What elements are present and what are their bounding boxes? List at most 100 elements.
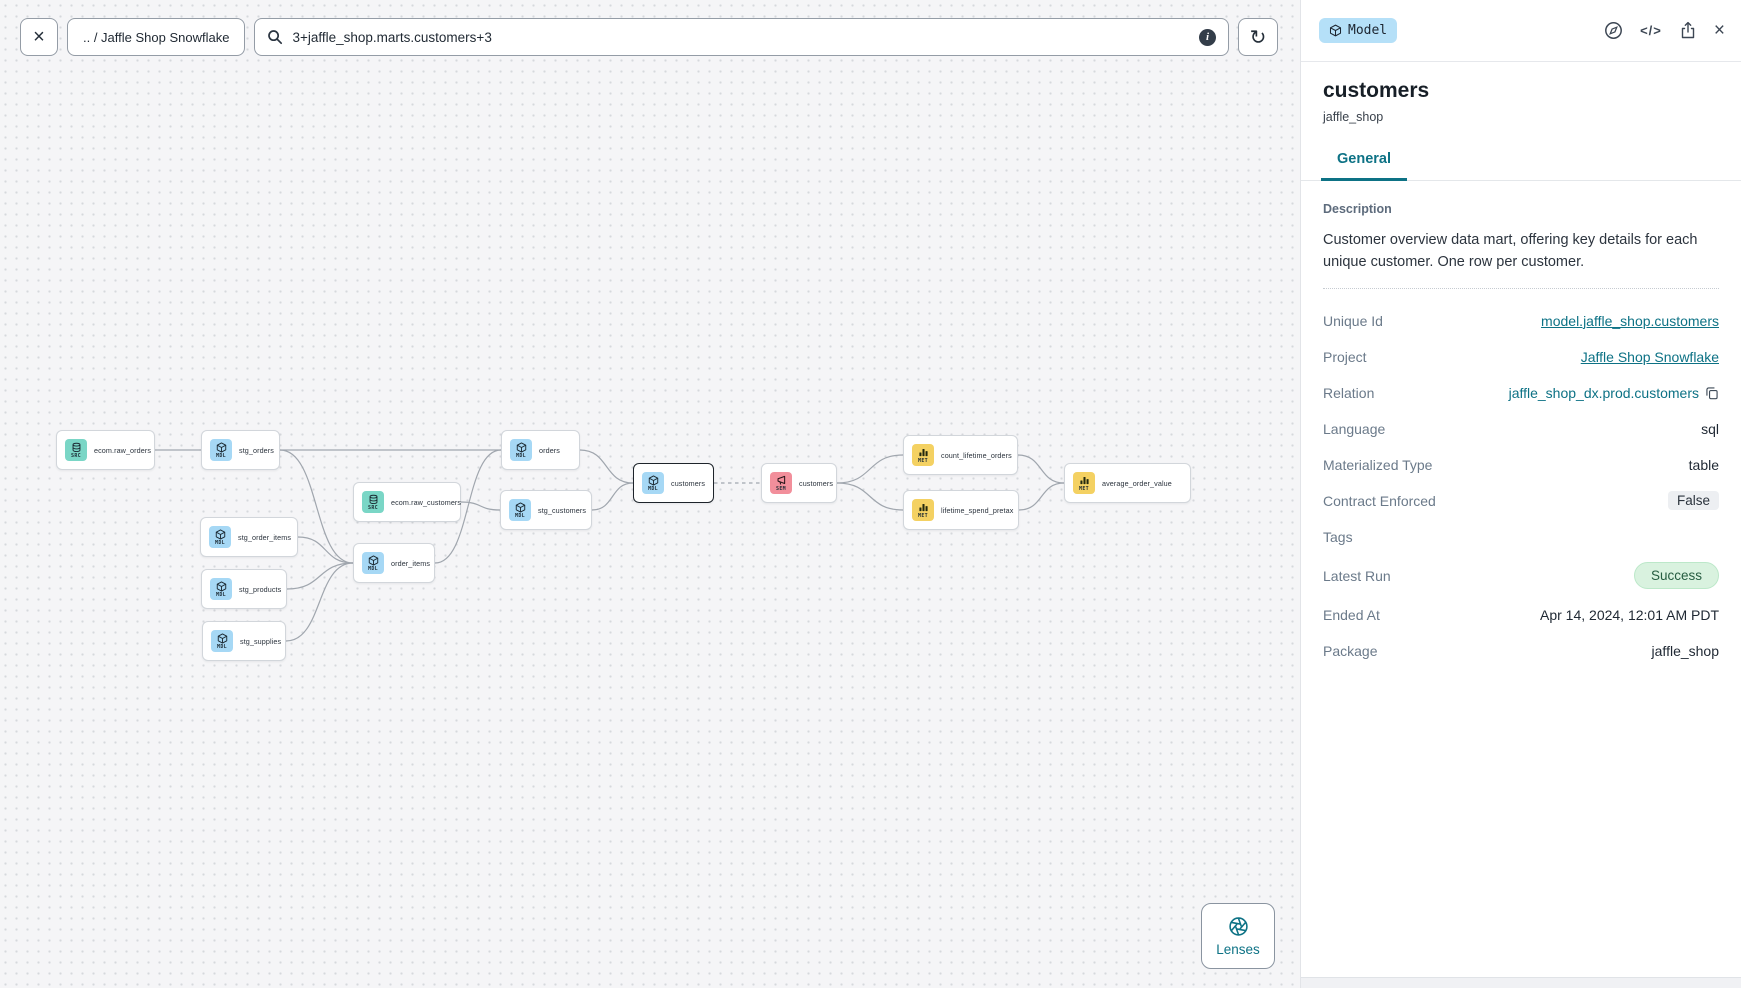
edge-stg_supplies-to-order_items — [285, 562, 354, 642]
src-node-icon: SRC — [362, 491, 384, 513]
edge-orders-to-customers — [579, 449, 634, 484]
field-label: Latest Run — [1323, 567, 1391, 584]
close-panel-icon[interactable]: × — [1713, 19, 1725, 41]
edge-count_lifetime_orders-to-average_order_value — [1017, 454, 1065, 484]
dag-node-ecom_raw_customers[interactable]: SRC ecom.raw_customers — [353, 482, 461, 522]
panel-actions: </> × — [1604, 20, 1725, 42]
lineage-search: i — [254, 18, 1229, 56]
description-text: Customer overview data mart, offering ke… — [1323, 232, 1698, 271]
copy-icon[interactable] — [1705, 386, 1719, 400]
field-value: jaffle_shop — [1651, 642, 1719, 659]
field-value: model.jaffle_shop.customers — [1541, 313, 1719, 329]
field-label: Tags — [1323, 528, 1353, 545]
field-link[interactable]: Jaffle Shop Snowflake — [1580, 348, 1719, 365]
node-label: order_items — [391, 558, 431, 568]
close-lineage-button[interactable]: × — [20, 18, 58, 56]
mdl-node-icon: MDL — [209, 526, 231, 548]
explore-compass-icon[interactable] — [1604, 21, 1623, 40]
node-label: stg_orders — [239, 445, 274, 455]
field-row-package: Package jaffle_shop — [1323, 640, 1719, 661]
package-subtitle: jaffle_shop — [1323, 110, 1384, 124]
mdl-node-icon: MDL — [362, 552, 384, 574]
dag-node-customers_sem[interactable]: SEM customers — [761, 463, 837, 503]
node-label: customers — [799, 478, 834, 488]
node-label: ecom.raw_customers — [391, 497, 462, 507]
node-label: ecom.raw_orders — [94, 445, 152, 455]
node-label: lifetime_spend_pretax — [941, 505, 1014, 515]
node-label: count_lifetime_orders — [941, 450, 1012, 460]
search-icon — [268, 30, 283, 45]
field-link[interactable]: model.jaffle_shop.customers — [1541, 312, 1719, 329]
mdl-node-icon: MDL — [509, 499, 531, 521]
dag-node-order_items[interactable]: MDL order_items — [353, 543, 435, 583]
sem-node-icon: SEM — [770, 472, 792, 494]
field-label: Package — [1323, 642, 1378, 659]
resource-type-badge: Model — [1319, 18, 1398, 43]
node-label: stg_order_items — [238, 532, 292, 542]
info-icon[interactable]: i — [1199, 28, 1216, 46]
met-node-icon: MET — [912, 444, 934, 466]
edge-ecom_raw_customers-to-stg_customers — [460, 501, 501, 511]
dag-node-average_order_value[interactable]: MET average_order_value — [1064, 463, 1191, 503]
dag-node-lifetime_spend_pretax[interactable]: MET lifetime_spend_pretax — [903, 490, 1019, 530]
status-badge: Success — [1633, 562, 1719, 590]
field-label: Unique Id — [1323, 312, 1383, 329]
edge-customers_sem-to-count_lifetime_orders — [836, 454, 904, 484]
lineage-toolbar: × .. / Jaffle Shop Snowflake i ↻ — [20, 18, 1278, 56]
edge-lifetime_spend_pretax-to-average_order_value — [1018, 482, 1065, 511]
share-icon[interactable] — [1679, 21, 1697, 40]
details-panel: Model </> — [1300, 0, 1741, 988]
page-title: customers — [1323, 79, 1430, 102]
search-input[interactable] — [292, 29, 1190, 45]
code-icon[interactable]: </> — [1640, 23, 1662, 38]
edge-stg_products-to-order_items — [286, 562, 354, 590]
edge-stg_order_items-to-order_items — [297, 536, 354, 564]
field-row-unique-id: Unique Id model.jaffle_shop.customers — [1323, 310, 1719, 331]
refresh-button[interactable]: ↻ — [1238, 18, 1278, 56]
field-value: jaffle_shop_dx.prod.customers — [1509, 385, 1719, 401]
mdl-node-icon: MDL — [510, 439, 532, 461]
divider — [1323, 288, 1719, 290]
edge-customers_sem-to-lifetime_spend_pretax — [836, 482, 904, 511]
met-node-icon: MET — [912, 499, 934, 521]
lenses-button[interactable]: Lenses — [1201, 903, 1275, 969]
dag-node-count_lifetime_orders[interactable]: MET count_lifetime_orders — [903, 435, 1018, 475]
dag-node-ecom_raw_orders[interactable]: SRC ecom.raw_orders — [56, 430, 155, 470]
field-label: Language — [1323, 420, 1386, 437]
dag-node-stg_order_items[interactable]: MDL stg_order_items — [200, 517, 298, 557]
description-label: Description — [1323, 202, 1392, 216]
resource-type-label: Model — [1348, 23, 1388, 38]
field-label: Contract Enforced — [1323, 492, 1436, 509]
field-value: False — [1667, 491, 1719, 511]
breadcrumb[interactable]: .. / Jaffle Shop Snowflake — [67, 18, 246, 56]
field-value: Success — [1633, 562, 1719, 590]
src-node-icon: SRC — [65, 439, 87, 461]
node-label: stg_products — [239, 584, 282, 594]
node-label: average_order_value — [1102, 478, 1172, 488]
node-label: customers — [671, 478, 706, 488]
tab-general[interactable]: General — [1321, 151, 1407, 181]
field-label: Materialized Type — [1323, 456, 1433, 473]
lenses-label: Lenses — [1216, 941, 1260, 957]
field-row-tags: Tags — [1323, 526, 1719, 547]
field-row-project: Project Jaffle Shop Snowflake — [1323, 346, 1719, 367]
panel-tabs: General — [1301, 151, 1741, 181]
panel-header: Model </> — [1301, 0, 1741, 62]
mdl-node-icon: MDL — [211, 630, 233, 652]
field-label: Project — [1323, 348, 1367, 365]
met-node-icon: MET — [1073, 472, 1095, 494]
field-row-contract-enforced: Contract Enforced False — [1323, 490, 1719, 511]
